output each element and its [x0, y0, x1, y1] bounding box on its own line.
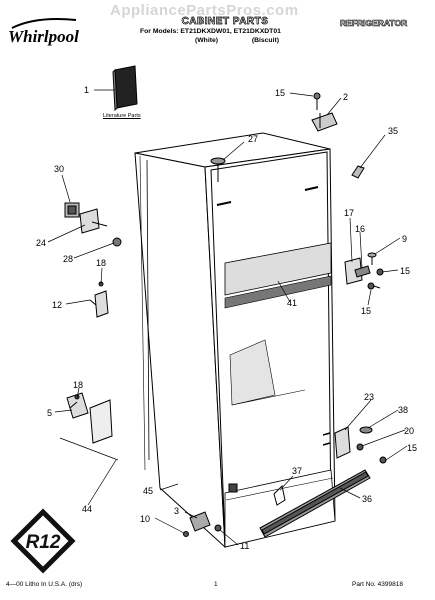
callout-18-upper: 18: [96, 258, 106, 268]
callout-35: 35: [388, 126, 398, 136]
callout-11: 11: [240, 541, 249, 551]
callout-38: 38: [398, 405, 408, 415]
model-colors: (White) (Biscuit): [195, 37, 279, 44]
callout-1: 1: [84, 85, 89, 95]
callout-28: 28: [63, 254, 73, 264]
callout-23: 23: [364, 392, 374, 402]
callout-24: 24: [36, 238, 46, 248]
model-list: For Models: ET21DKXDW01, ET21DKXDT01: [140, 28, 281, 35]
callout-18-lower: 18: [73, 380, 83, 390]
door-stop-group: [89, 281, 109, 318]
logo-text: Whirlpool: [8, 27, 79, 46]
bottom-hinge: [334, 426, 387, 464]
center-hinge: [344, 252, 384, 290]
left-parts-group: [64, 202, 122, 247]
cabinet-bolt: [210, 157, 226, 182]
callout-27: 27: [248, 134, 258, 144]
callout-15-mid: 15: [400, 266, 410, 276]
lower-left-hinge: [66, 392, 113, 444]
callout-16: 16: [355, 224, 365, 234]
literature-parts-label: Literature Parts: [103, 113, 141, 119]
color-white: (White): [195, 37, 219, 44]
callout-5: 5: [47, 408, 52, 418]
callout-3: 3: [174, 506, 179, 516]
whirlpool-logo: Whirlpool: [6, 14, 98, 48]
callout-36: 36: [362, 494, 372, 504]
top-hinge: [311, 92, 338, 132]
footer-part-number: Part No. 4399818: [352, 581, 403, 588]
color-biscuit: (Biscuit): [251, 37, 280, 44]
leader-lines: [47, 89, 408, 546]
callout-30: 30: [54, 164, 64, 174]
callout-41: 41: [287, 298, 297, 308]
callout-20: 20: [404, 426, 414, 436]
footer-page-number: 1: [214, 581, 218, 588]
callout-12: 12: [52, 300, 62, 310]
watermark: AppliancePartsPros.com: [110, 2, 299, 19]
footer-print-info: 4—00 Litho In U.S.A. (drs): [6, 581, 83, 588]
cabinet: [134, 132, 336, 549]
callout-17: 17: [344, 208, 354, 218]
page-title: CABINET PARTS: [181, 16, 269, 28]
r12-stamp: R12: [10, 508, 76, 574]
callout-15-bottom: 15: [407, 443, 417, 453]
hinge-cap: [351, 165, 365, 179]
category-label: REFRIGERATOR: [340, 18, 408, 29]
callout-9: 9: [402, 234, 407, 244]
stamp-text: R12: [26, 532, 61, 553]
literature-booklet: [112, 65, 138, 112]
callout-15-top: 15: [275, 88, 285, 98]
callout-2: 2: [343, 92, 348, 102]
toe-grille: [259, 469, 371, 538]
callout-45: 45: [143, 486, 153, 496]
callout-15-lower: 15: [361, 306, 371, 316]
callout-37: 37: [292, 466, 302, 476]
callout-10: 10: [140, 514, 150, 524]
callout-44: 44: [82, 504, 92, 514]
